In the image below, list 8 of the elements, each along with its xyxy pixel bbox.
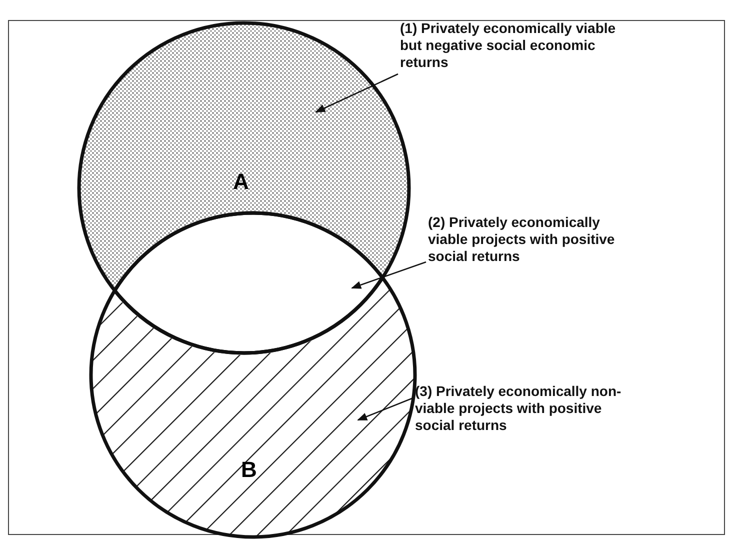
leader-arrow: [315, 73, 398, 113]
annotation-text: (1) Privately economically viable but negative social economic returns: [400, 20, 640, 71]
circle-letter: B: [241, 459, 257, 481]
leader-arrow: [351, 261, 426, 289]
annotation-text: (3) Privately economically non-viable projects with positive social returns: [415, 383, 625, 434]
annotation-text: (2) Privately economically viable projects with positive social returns: [428, 214, 638, 265]
leader-arrow: [357, 397, 414, 421]
circle-letter: A: [233, 171, 249, 193]
